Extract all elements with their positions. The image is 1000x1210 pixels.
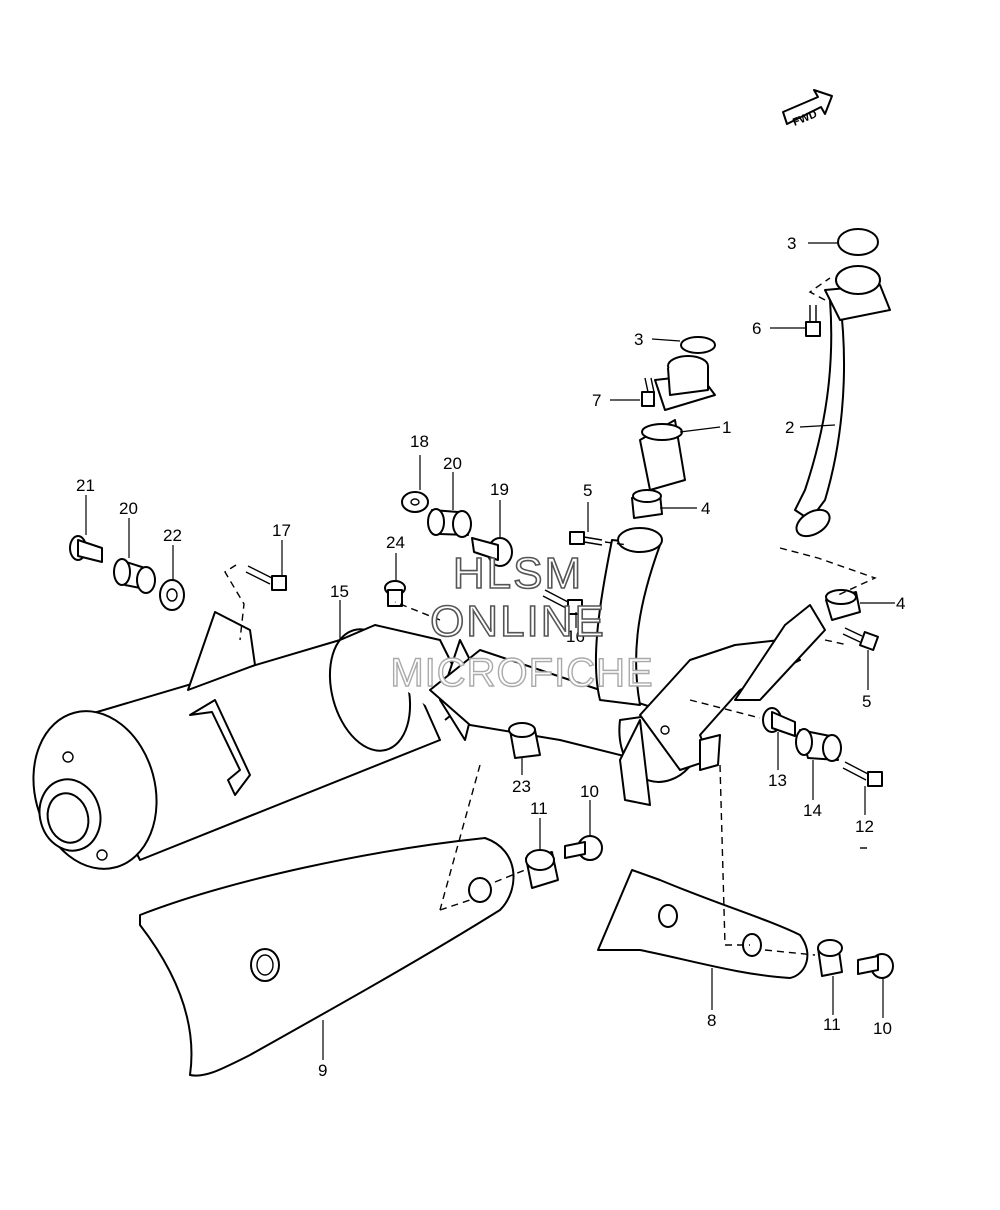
callout-15: 15 <box>330 582 349 601</box>
callout-11-upper: 11 <box>530 799 548 818</box>
grommet-11-lower <box>817 939 843 977</box>
bolt-5-left <box>569 531 603 546</box>
muffler <box>32 611 481 870</box>
callout-12: 12 <box>855 817 874 836</box>
callout-7: 7 <box>592 391 601 410</box>
joint-4-left <box>631 489 663 519</box>
washer-22 <box>159 579 185 611</box>
callout-11-lower: 11 <box>823 1015 841 1034</box>
bolt-5-right <box>842 627 879 651</box>
callout-3-upper: 3 <box>787 234 796 253</box>
callout-1: 1 <box>722 418 731 437</box>
cushion-20-center <box>427 508 472 538</box>
collar-13 <box>762 707 796 737</box>
callout-4-right: 4 <box>896 594 905 613</box>
callout-2: 2 <box>785 418 794 437</box>
bolt-7 <box>641 377 655 407</box>
bolt-12 <box>842 761 883 787</box>
assembly-lines <box>224 277 877 956</box>
gasket-3-lower <box>680 336 716 354</box>
screw-10-upper <box>564 835 603 861</box>
screw-10-lower <box>857 953 894 979</box>
bolt-16 <box>542 589 583 615</box>
callout-14: 14 <box>803 801 822 820</box>
exhaust-pipe-body <box>429 527 826 806</box>
grommet-11-upper <box>525 849 559 889</box>
callout-numbers: 3 3 6 7 1 2 4 5 4 5 18 20 19 24 17 15 21… <box>76 234 905 1080</box>
callout-22: 22 <box>163 526 182 545</box>
callout-18: 18 <box>410 432 429 451</box>
watermark-line2: ONLINE <box>430 597 606 646</box>
exhaust-pipe-2 <box>794 265 891 538</box>
collar-19 <box>471 537 513 567</box>
bolt-17 <box>245 565 287 591</box>
callout-13: 13 <box>768 771 787 790</box>
callout-8: 8 <box>707 1011 716 1030</box>
cushion-20-left <box>113 558 156 594</box>
bolt-6 <box>805 305 821 337</box>
callout-19: 19 <box>490 480 509 499</box>
callout-9: 9 <box>318 1061 327 1080</box>
watermark-line3: MICROFICHE <box>390 651 653 695</box>
callout-24: 24 <box>386 533 405 552</box>
watermark: HLSM ONLINE MICROFICHE <box>390 548 654 696</box>
collar-21 <box>69 535 103 563</box>
watermark-line1: HLSM <box>453 549 583 598</box>
callout-21: 21 <box>76 476 95 495</box>
callout-20-center: 20 <box>443 454 462 473</box>
fwd-arrow-icon: FWD <box>782 89 833 129</box>
washer-18 <box>401 491 429 513</box>
gasket-3-upper <box>837 228 879 256</box>
pipe-heat-shield-8 <box>597 869 809 979</box>
joint-4-right <box>825 589 861 621</box>
callout-3-lower: 3 <box>634 330 643 349</box>
callout-23: 23 <box>512 777 531 796</box>
callout-16: 16 <box>566 627 585 646</box>
callout-17: 17 <box>272 521 291 540</box>
muffler-heat-shield-9 <box>139 837 515 1077</box>
callout-leaders <box>85 242 895 1060</box>
callout-5-right: 5 <box>862 692 871 711</box>
exhaust-pipe-1 <box>639 355 716 491</box>
callout-5-left: 5 <box>583 481 592 500</box>
cushion-23 <box>508 722 541 759</box>
callout-10-upper: 10 <box>580 782 599 801</box>
callout-4-left: 4 <box>701 499 710 518</box>
callout-20-left: 20 <box>119 499 138 518</box>
callout-10-lower: 10 <box>873 1019 892 1038</box>
nut-24 <box>384 580 406 607</box>
callout-6: 6 <box>752 319 761 338</box>
cushion-14 <box>795 728 842 762</box>
